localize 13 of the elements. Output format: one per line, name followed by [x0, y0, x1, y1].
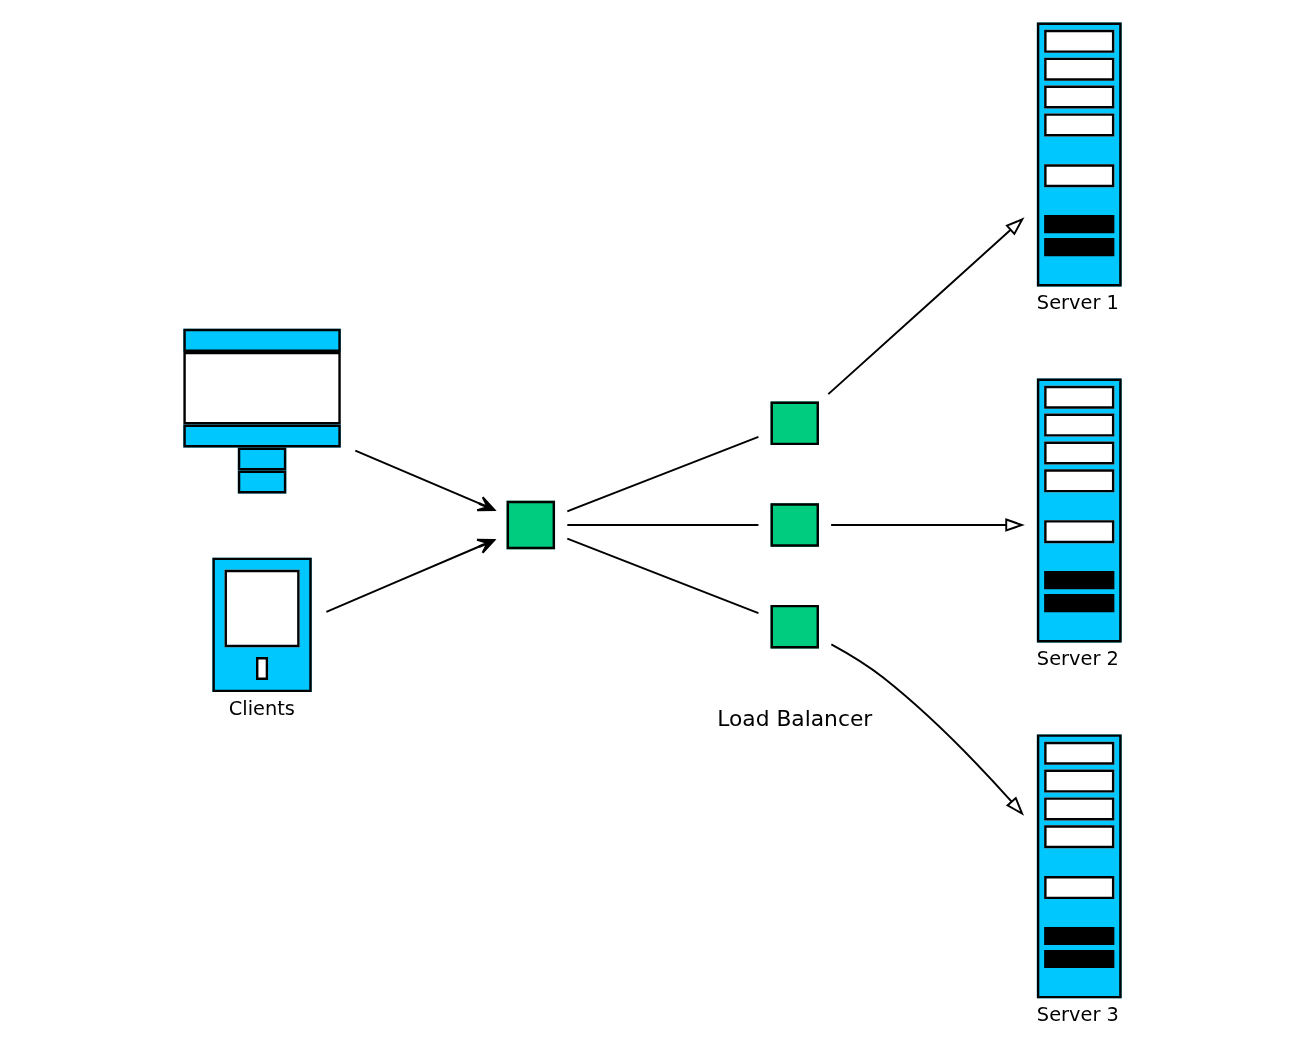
label: Load Balancer [716, 706, 872, 732]
arrow [829, 643, 1024, 816]
node-label: Server 1 [1036, 291, 1119, 315]
node-label: Server 2 [1036, 647, 1119, 671]
arrow [353, 449, 495, 512]
arrow [829, 518, 1025, 532]
connector [565, 436, 759, 513]
node-label: Clients [228, 696, 295, 720]
connector [565, 537, 759, 614]
arrow [324, 538, 495, 613]
node-label: Server 3 [1036, 1003, 1119, 1027]
arrow [826, 217, 1024, 396]
connector [565, 524, 759, 526]
